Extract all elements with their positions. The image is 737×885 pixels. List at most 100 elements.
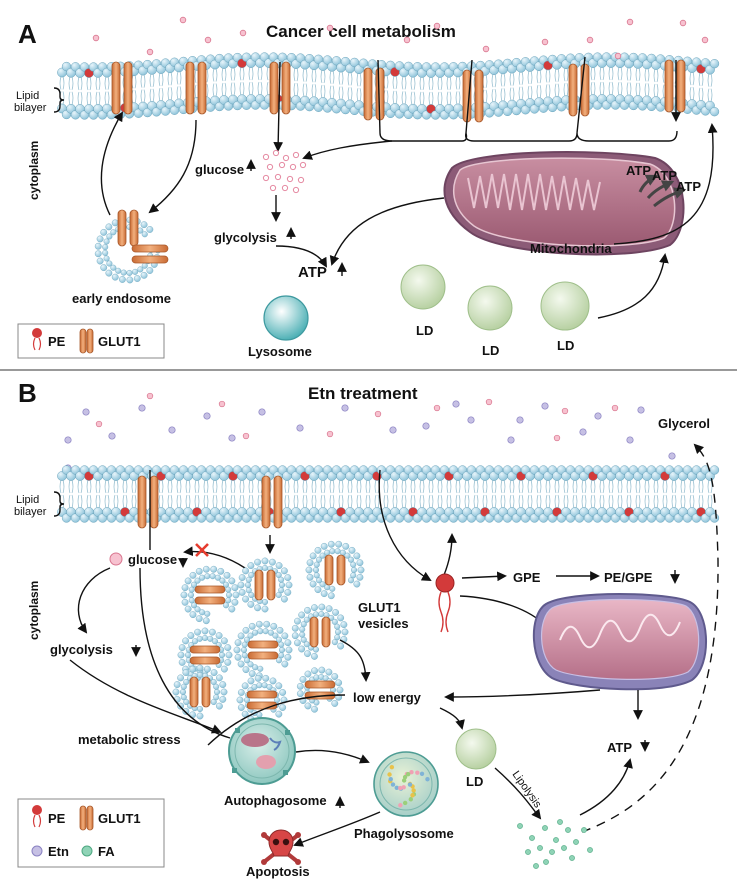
lipid-label-b-1: Lipid [16,494,39,506]
mito-to-membrane-arrow [613,123,718,245]
low-energy-to-ld-arrow [439,707,465,730]
early-endosome [94,209,169,284]
glut1-vesicles [172,540,365,726]
lysosome-label: Lysosome [248,344,312,359]
atp-small-2: ATP [652,168,677,183]
legend-fa: FA [98,844,115,859]
metabolic-stress-label: metabolic stress [78,732,181,747]
autophagosome [228,717,296,785]
pe-molecule-b [435,573,455,633]
fa-legend-icon [81,845,93,857]
ld-to-mito-arrow [597,253,669,319]
legend-pe-b: PE [48,811,66,826]
legend-glut1-a: GLUT1 [98,334,141,349]
glucose-label-b: glucose [128,552,177,567]
glut1-vesicles-label-2: vesicles [358,616,409,631]
glut1-transporters-b [137,475,283,529]
autophagosome-label: Autophagosome [224,793,327,808]
bilayer-brace-a [53,87,65,113]
panel-b-letter: B [18,378,37,408]
lipid-label-a-2: bilayer [14,102,47,114]
mitochondrion-a [443,151,685,256]
lipid-droplet-b [455,728,497,770]
lipid-droplet-a-1 [400,264,446,310]
atp-label-a: ATP [298,264,327,281]
glucose-dot-b [109,552,123,566]
legend-glut1-b: GLUT1 [98,811,141,826]
glycerol-dashed-arrow [581,443,719,833]
glucose-in-arrow-a [273,61,284,152]
lipid-bilayer-b [57,465,720,523]
lipid-label-a-1: Lipid [16,90,39,102]
lysosome [263,295,309,341]
membrane-to-endosome-arrow [148,119,197,214]
lipid-droplet-a-3 [540,281,590,331]
glycolysis-label-a: glycolysis [214,230,277,245]
vesicles-to-low-energy-arrow [339,639,371,682]
ld-label-a-3: LD [557,338,574,353]
glycolysis-to-atp-arrow [275,245,327,268]
pe-legend-icon-b [32,805,42,828]
early-endosome-label: early endosome [72,291,171,306]
glut1-legend-icon-a [79,328,94,354]
stress-to-low-energy-line [207,694,346,746]
fatty-acid-cluster [517,819,593,869]
pe-gpe-label: PE/GPE [604,570,653,585]
pe-legend-icon-a [32,328,42,351]
pe-to-gpe-arrow [461,571,507,582]
phagolysosome-to-apoptosis-arrow [293,811,381,847]
panel-a-title: Cancer cell metabolism [266,22,456,41]
panel-b-title: Etn treatment [308,384,418,403]
glut1-transporters-a [111,59,686,123]
lipolysis-label: Lipolysis [510,769,544,811]
etn-legend-icon [31,845,43,857]
ld-label-a-1: LD [416,323,433,338]
mitochondria-label-a: Mitochondria [530,241,612,256]
atp-small-1: ATP [626,163,651,178]
etn-uptake-arrow [378,469,432,581]
glycolysis-to-autophagosome-arrow [69,659,222,734]
glycerol-label: Glycerol [658,416,710,431]
atp-to-low-energy-arrow [444,689,601,702]
cytoplasm-label-b: cytoplasm [27,581,41,640]
mito-to-atp-arrow [329,197,445,266]
gpe-label: GPE [513,570,541,585]
ld-label-b: LD [466,774,483,789]
lipid-label-b-2: bilayer [14,506,47,518]
extracellular-molecules-b [64,392,676,472]
autophagosome-to-phagolysosome-arrow [295,749,370,764]
bilayer-brace-b [53,491,65,517]
atp-burst-arrows [638,174,687,208]
mitochondrion-b [533,593,708,691]
glucose-cluster-a [92,16,709,194]
fa-to-atp-arrow [579,758,633,816]
endosome-to-membrane-arrow [100,111,124,216]
phagolysosome-label: Phagolysosome [354,826,454,841]
ld-label-a-2: LD [482,343,499,358]
lipid-droplet-a-2 [467,285,513,331]
low-energy-label: low energy [353,690,422,705]
glucose-label-a: glucose [195,162,244,177]
apoptosis-label: Apoptosis [246,864,310,879]
legend-pe-a: PE [48,334,66,349]
glucose-stress-line [139,567,231,739]
lipid-bilayer-a [57,52,720,120]
blocked-cross-icon [195,543,209,557]
glut1-vesicles-label-1: GLUT1 [358,600,401,615]
vesicle-to-glucose-arrow [183,546,246,569]
phagolysosome [373,751,439,817]
panel-a-letter: A [18,19,37,49]
glucose-transport-lines [302,56,681,160]
atp-small-3: ATP [676,179,701,194]
legend-etn: Etn [48,844,69,859]
pe-to-membrane-arrow [443,533,457,576]
pe-to-mito-arrow [459,595,548,628]
atp-label-b: ATP [607,740,632,755]
skull-icon [261,829,301,865]
cytoplasm-label-a: cytoplasm [27,141,41,200]
glucose-to-glycolysis-b [77,567,111,634]
ld-to-fa-arrow [494,767,542,820]
glut1-legend-icon-b [79,805,94,831]
glycolysis-label-b: glycolysis [50,642,113,657]
